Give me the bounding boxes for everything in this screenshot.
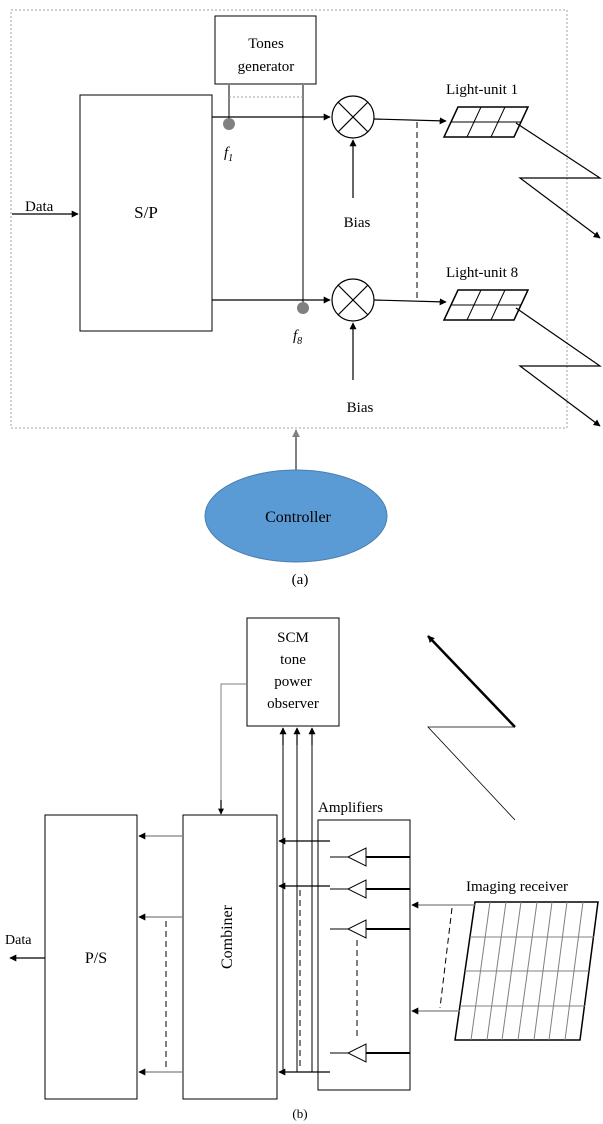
controller-label: Controller — [265, 509, 331, 526]
scm-label-1: SCM — [277, 630, 309, 646]
receiver-amp-dashed — [439, 907, 453, 1009]
sp-box — [79, 94, 213, 332]
sp-label: S/P — [134, 203, 158, 222]
observer-feedback-arrow — [427, 635, 516, 728]
scm-label-2: tone — [280, 652, 306, 668]
panel-b: SCM tone power observer P/S Data Combine… — [5, 617, 599, 1121]
caption-a: (a) — [292, 572, 309, 588]
caption-b: (b) — [292, 1106, 307, 1121]
panel-a: Tones generator f1 f8 S/P Data — [10, 9, 603, 588]
light-unit-1-panel — [442, 106, 530, 138]
combiner-label: Combiner — [219, 904, 236, 969]
observer-bus-lines — [282, 736, 313, 1072]
imaging-receiver-panel — [454, 901, 599, 1041]
light-unit-1-label: Light-unit 1 — [446, 82, 518, 98]
feedback-zigzag — [427, 726, 516, 821]
tone-node-f1 — [223, 118, 235, 130]
amplifier-input-lines — [366, 856, 410, 1054]
bias-label-1: Bias — [344, 215, 371, 231]
tones-generator-label-1: Tones — [248, 36, 284, 52]
light-ray-8 — [515, 307, 602, 427]
panel-a-frame — [10, 9, 568, 429]
data-input-label-a: Data — [25, 199, 54, 215]
controller-ellipse — [204, 469, 388, 563]
scm-label-4: observer — [267, 696, 319, 712]
ps-label: P/S — [85, 950, 107, 967]
f8-label: f8 — [293, 328, 302, 347]
observer-to-combiner — [220, 683, 247, 812]
amplifier-triangles — [346, 847, 367, 1063]
data-output-label-b: Data — [5, 933, 32, 948]
tone-node-f8 — [297, 302, 309, 314]
mixer-8-to-light-unit-8 — [373, 298, 447, 306]
amplifier-output-lines — [330, 856, 348, 1054]
mixer-8 — [331, 278, 375, 322]
light-unit-8-panel — [442, 289, 530, 321]
bias-label-8: Bias — [347, 400, 374, 416]
tones-generator-label-2: generator — [238, 59, 295, 75]
combiner-box — [182, 814, 278, 1100]
light-ray-1 — [515, 122, 603, 239]
light-unit-8-label: Light-unit 8 — [446, 265, 518, 281]
ps-box — [44, 814, 138, 1100]
imaging-receiver-label: Imaging receiver — [466, 879, 568, 895]
f1-label: f1 — [224, 145, 233, 164]
tones-generator-box — [214, 15, 317, 85]
mixer-1 — [331, 95, 375, 139]
amplifiers-label: Amplifiers — [318, 800, 383, 816]
scm-label-3: power — [274, 674, 312, 690]
scm-observer-box — [246, 617, 340, 727]
mixer-1-to-light-unit-1 — [373, 117, 447, 125]
